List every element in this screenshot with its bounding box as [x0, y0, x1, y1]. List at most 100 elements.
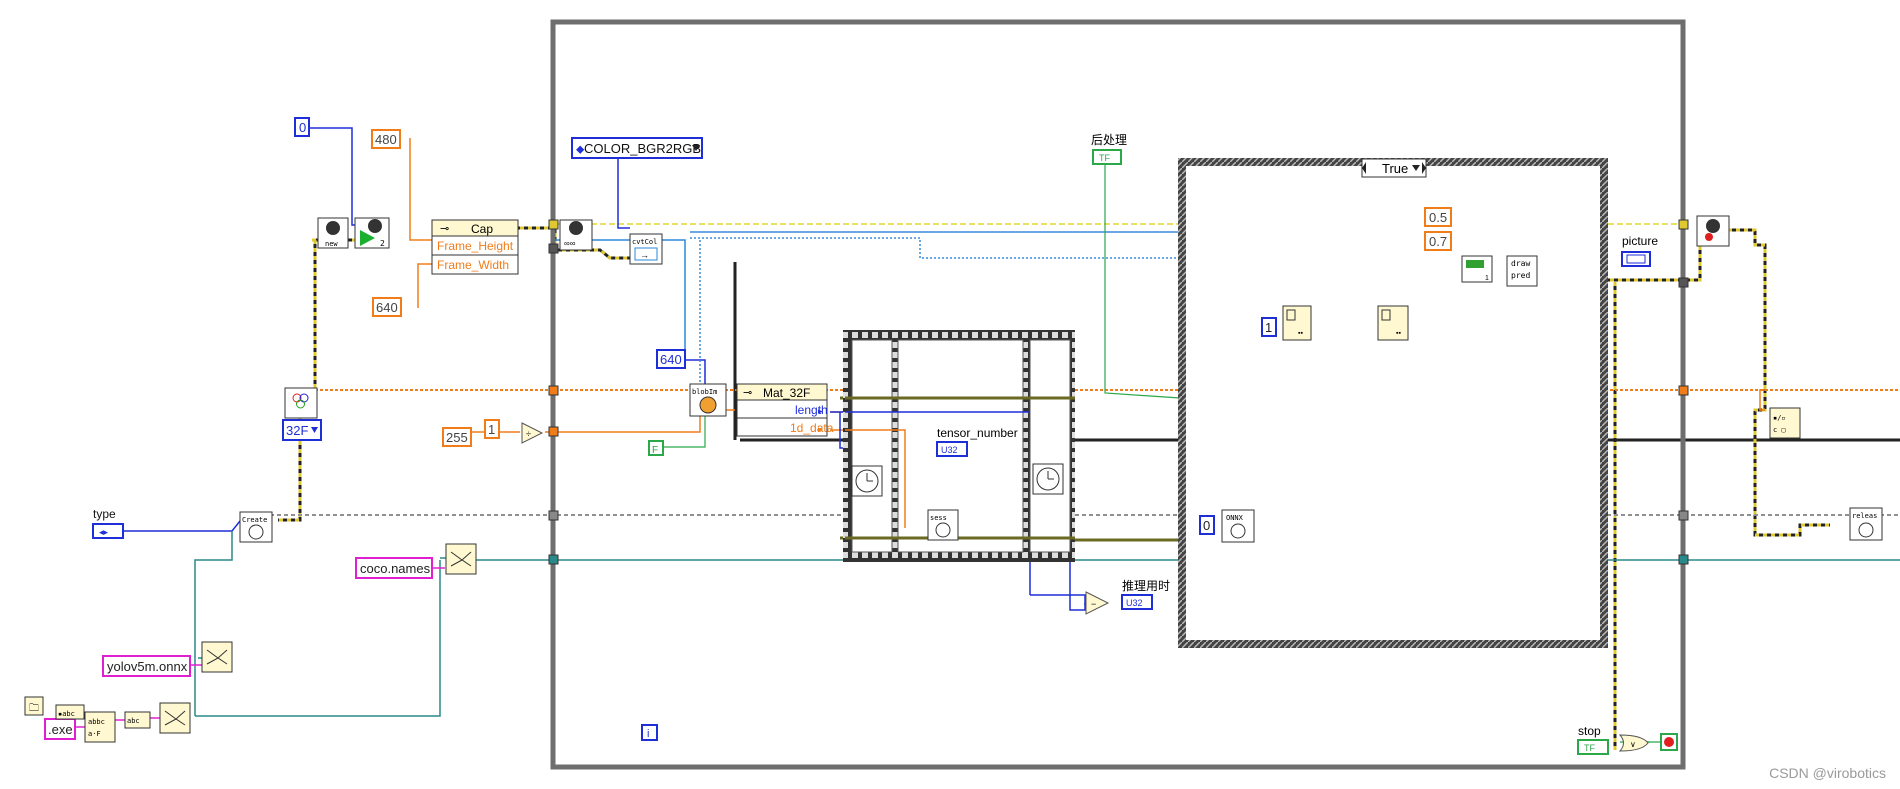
postprocess-control[interactable]: 后处理 TF	[1091, 133, 1127, 165]
string-concat-node[interactable]: ▪abc	[55, 704, 85, 720]
watermark: CSDN @virobotics	[1769, 765, 1886, 781]
svg-text:0.7: 0.7	[1429, 234, 1447, 249]
camera-close-node[interactable]	[1696, 215, 1730, 247]
svg-text:▸: ▸	[818, 424, 823, 434]
svg-text:推理用时: 推理用时	[1122, 579, 1170, 593]
sess-forward-node[interactable]: sess	[927, 509, 959, 541]
camera-read-node[interactable]: ∞∞	[559, 219, 593, 251]
release-node[interactable]: releas	[1849, 507, 1883, 541]
svg-text:640: 640	[660, 352, 682, 367]
svg-text:480: 480	[375, 132, 397, 147]
model-file-constant[interactable]: yolov5m.onnx	[102, 655, 191, 677]
svg-text:tensor_number: tensor_number	[937, 426, 1018, 440]
tensor-number-indicator: tensor_number U32	[936, 426, 1018, 457]
conf-threshold-constant[interactable]: 0.5	[1424, 207, 1452, 227]
svg-text:ONNX: ONNX	[1226, 514, 1244, 522]
height-constant[interactable]: 480	[371, 129, 401, 149]
svg-text:draw: draw	[1511, 259, 1530, 268]
or-node[interactable]	[1618, 734, 1649, 752]
svg-text:Cap: Cap	[471, 222, 493, 236]
width-constant[interactable]: 640	[372, 297, 402, 317]
svg-text:Frame_Height: Frame_Height	[437, 239, 514, 253]
type-control[interactable]: type ◂▸	[92, 507, 124, 539]
camera-index-constant[interactable]: 0	[294, 117, 310, 137]
flat-sequence	[843, 330, 1075, 562]
index-array-node-2[interactable]: ▪▪	[1377, 305, 1409, 341]
svg-text:1d_data: 1d_data	[790, 421, 834, 435]
svg-text:→: →	[640, 250, 649, 260]
svg-text:pred: pred	[1511, 271, 1530, 280]
blob-node[interactable]: blobIm	[689, 383, 727, 417]
app-dir-node[interactable]: 🗀	[24, 696, 44, 716]
resize-constant[interactable]: 640	[656, 349, 686, 369]
subtract-node[interactable]	[1085, 591, 1110, 615]
iteration-terminal: i	[641, 724, 658, 741]
svg-text:1: 1	[1265, 320, 1272, 335]
loop-tunnels	[548, 219, 1689, 565]
build-path-node[interactable]	[201, 641, 233, 673]
svg-text:sess: sess	[930, 514, 947, 522]
mat-property-node[interactable]: ⊸ Mat_32F length 1d_data ▸ ▸	[736, 383, 834, 437]
image-to-picture-node[interactable]: ▪/▫ c ▢	[1769, 407, 1801, 439]
svg-text:U32: U32	[941, 445, 958, 455]
class-file-constant[interactable]: coco.names	[355, 557, 433, 579]
cvtcolor-node[interactable]: cvtCol →	[629, 233, 663, 265]
index-zero-constant[interactable]: 0	[1199, 515, 1215, 535]
pink-wires	[75, 567, 445, 728]
search-replace-node[interactable]: abc	[124, 711, 151, 729]
stop-button[interactable]: stop TF	[1577, 724, 1609, 755]
svg-text:stop: stop	[1578, 724, 1601, 738]
scale-constant[interactable]: 255	[442, 427, 472, 447]
divide-node[interactable]	[521, 422, 544, 444]
index-array-node-1[interactable]: ▪▪	[1282, 305, 1312, 341]
onnx-postprocess-node[interactable]: ONNX	[1221, 509, 1255, 543]
tick-count-start[interactable]	[851, 465, 883, 497]
draw-pred-node[interactable]: draw pred	[1506, 255, 1538, 287]
svg-text:▪▪: ▪▪	[1396, 330, 1401, 337]
svg-text:⊸: ⊸	[743, 387, 752, 399]
create-net-node[interactable]: Create	[239, 511, 273, 543]
svg-text:▸: ▸	[818, 406, 823, 416]
color-conversion-ring[interactable]: ⬥ COLOR_BGR2RGB	[571, 137, 703, 159]
svg-text:255: 255	[446, 430, 468, 445]
nms-threshold-constant[interactable]: 0.7	[1424, 231, 1452, 251]
svg-text:Mat_32F: Mat_32F	[763, 386, 810, 400]
svg-text:Create: Create	[242, 516, 267, 524]
path-build-node[interactable]	[159, 702, 191, 734]
index-one-constant[interactable]: 1	[1261, 317, 1277, 337]
class-path-node[interactable]	[445, 543, 477, 575]
svg-text:◂▸: ◂▸	[99, 527, 109, 537]
camera-open-node[interactable]: 2	[354, 217, 390, 249]
one-constant[interactable]: 1	[484, 419, 500, 439]
mat-type-enum[interactable]: 32F	[282, 419, 322, 441]
svg-text:cvtCol: cvtCol	[632, 238, 657, 246]
svg-text:TF: TF	[1099, 153, 1110, 163]
svg-text:÷: ÷	[526, 429, 531, 439]
tick-count-end[interactable]	[1032, 463, 1064, 495]
svg-text:0.5: 0.5	[1429, 210, 1447, 225]
svg-text:2: 2	[380, 239, 385, 248]
svg-text:blobIm: blobIm	[692, 388, 717, 396]
case-selector[interactable]: True	[1361, 158, 1427, 178]
svg-text:▪/▫: ▪/▫	[1773, 414, 1786, 422]
svg-text:−: −	[1091, 599, 1096, 609]
svg-text:TF: TF	[1584, 743, 1595, 753]
false-constant[interactable]: F	[648, 440, 664, 456]
nms-node[interactable]: 1	[1461, 255, 1493, 283]
svg-text:∨: ∨	[1630, 740, 1636, 749]
svg-text:1: 1	[488, 422, 495, 437]
svg-text:COLOR_BGR2RGB: COLOR_BGR2RGB	[584, 141, 701, 156]
error-wire	[278, 223, 1900, 750]
image-create-node[interactable]	[284, 387, 318, 419]
svg-text:coco.names: coco.names	[360, 561, 431, 576]
svg-text:length: length	[795, 403, 828, 417]
svg-text:640: 640	[376, 300, 398, 315]
svg-text:F: F	[652, 445, 658, 456]
svg-text:True: True	[1382, 161, 1408, 176]
cap-property-node[interactable]: ⊸ Cap Frame_Height Frame_Width	[431, 219, 519, 275]
exe-constant[interactable]: .exe	[44, 718, 76, 740]
svg-text:Frame_Width: Frame_Width	[437, 258, 509, 272]
strip-path-node[interactable]: abbc a·F	[84, 711, 116, 743]
svg-text:0: 0	[299, 120, 306, 135]
camera-new-node[interactable]: new	[317, 217, 349, 249]
